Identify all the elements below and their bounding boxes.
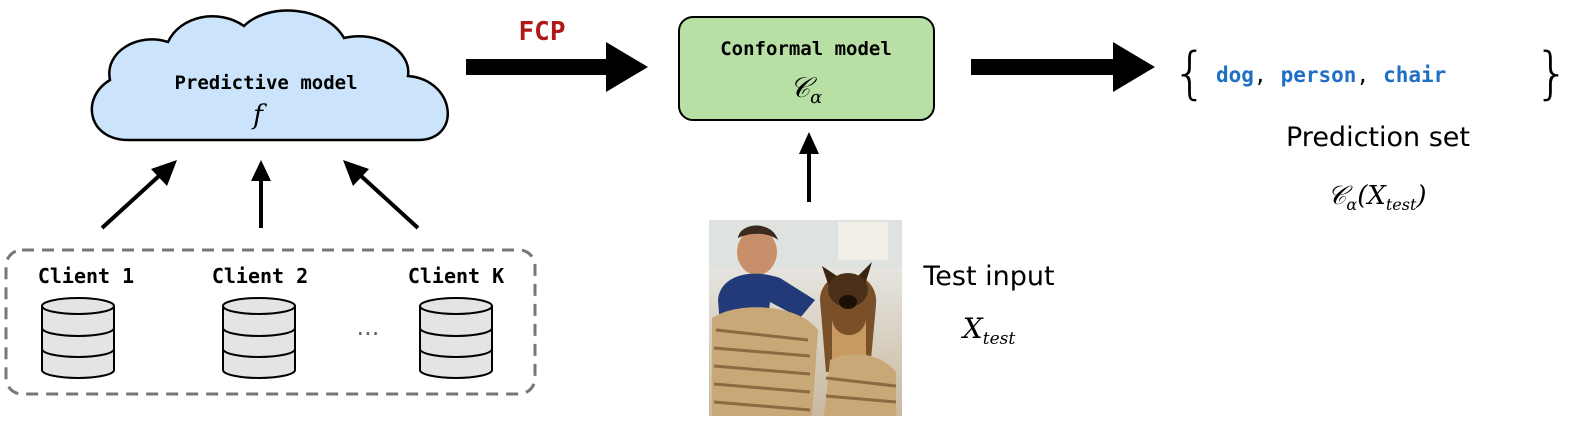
client-k-arrow-line (358, 173, 420, 230)
client-1-label: Client 1 (38, 264, 134, 288)
prediction-set-formula: 𝒞α(Xtest) (1327, 181, 1426, 214)
clients-group: Client 1 Client 2 Client K ··· (4, 248, 537, 396)
conformal-model-title: Conformal model (720, 38, 892, 60)
conformal-model-box: Conformal model 𝒞α (678, 16, 935, 121)
client-2-label: Client 2 (212, 264, 308, 288)
class-chair: chair (1383, 63, 1446, 87)
test-input-arrow (799, 132, 819, 202)
predictive-model-title: Predictive model (174, 72, 357, 94)
client-arrows (100, 160, 420, 230)
database-icon (222, 297, 296, 379)
prediction-set-open-brace: { (1172, 41, 1208, 106)
output-arrow (971, 42, 1155, 92)
prediction-set-close-brace: } (1534, 41, 1570, 106)
prediction-set-items: dog,person,chair (1216, 63, 1446, 87)
clients-ellipsis: ··· (357, 320, 380, 348)
output-arrow-shaft (971, 59, 1119, 75)
database-icon (41, 297, 115, 379)
class-dog: dog (1216, 63, 1254, 87)
fcp-arrow (466, 42, 648, 92)
prediction-set: { dog,person,chair } Prediction set 𝒞α(X… (1172, 41, 1570, 214)
class-person: person (1281, 63, 1357, 87)
client-1-arrow-line (100, 173, 162, 230)
test-input-image (709, 220, 902, 416)
test-input-label: Test input (922, 261, 1054, 292)
prediction-set-label: Prediction set (1286, 122, 1470, 153)
cloud-shape (90, 9, 450, 142)
client-1-arrow-head (151, 160, 177, 186)
fcp-arrow-shaft (466, 59, 612, 75)
clients-dashed-border (4, 248, 537, 396)
predictive-model-cloud: Predictive model f (90, 9, 450, 142)
database-icon (419, 297, 493, 379)
client-k-arrow-head (343, 160, 369, 186)
fcp-label: FCP (519, 17, 566, 47)
conformal-model-rect (678, 16, 935, 121)
fcp-arrow-head (606, 42, 648, 92)
client-k-label: Client K (408, 264, 504, 288)
client-2-arrow-head (251, 160, 271, 181)
output-arrow-head (1113, 42, 1155, 92)
test-input-var: Xtest (961, 312, 1016, 349)
test-input-arrow-head (799, 132, 819, 154)
